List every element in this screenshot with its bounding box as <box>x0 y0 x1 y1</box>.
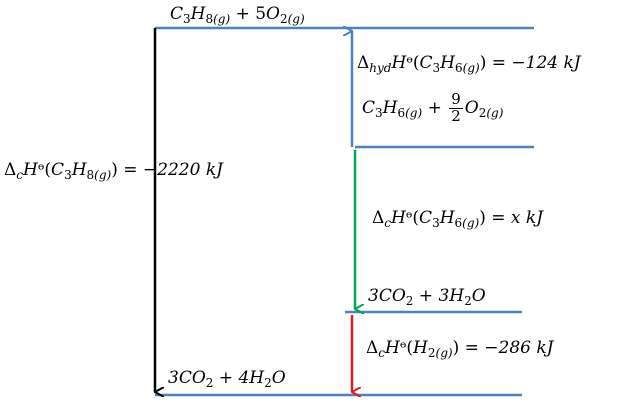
hydrogenation-enthalpy-label: ΔhydHᶱ(C3H6(g)) = −124 kJ <box>357 53 581 75</box>
hydrogen-combustion-enthalpy-label: ΔcHᶱ(H2(g)) = −286 kJ <box>366 338 554 360</box>
reactants-label: C3H8(g) + 5O2(g) <box>170 4 305 26</box>
propane-combustion-enthalpy-label: ΔcHᶱ(C3H8(g)) = −2220 kJ <box>4 160 223 182</box>
intermediate-products-label: 3CO2 + 3H2O <box>368 286 486 308</box>
propene-combustion-enthalpy-label: ΔcHᶱ(C3H6(g)) = x kJ <box>372 208 544 230</box>
final-products-label: 3CO2 + 4H2O <box>168 368 286 390</box>
